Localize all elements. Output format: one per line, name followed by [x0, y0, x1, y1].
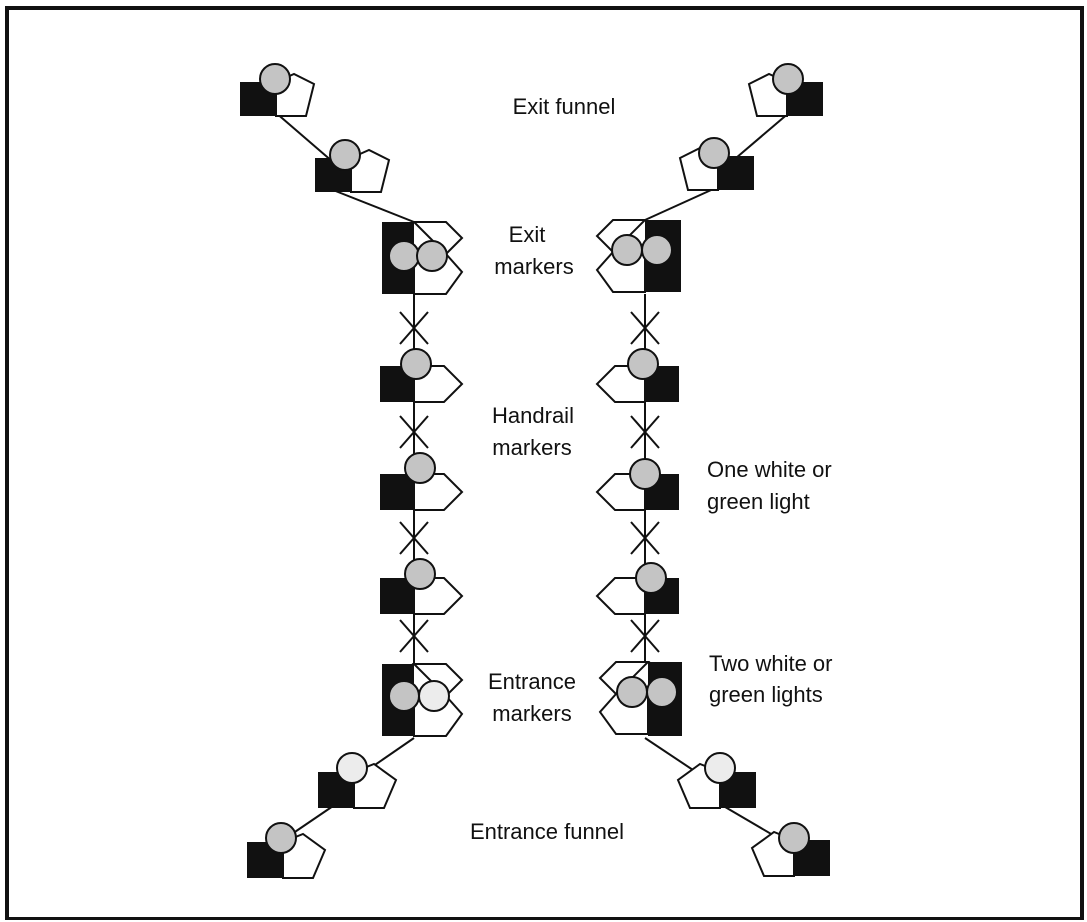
handrail-marker-left-1	[380, 348, 464, 403]
exit-marker-right	[595, 219, 681, 293]
entrance-funnel-marker-right-bottom	[750, 822, 830, 877]
two-lights-label-line1: Two white or	[709, 651, 833, 676]
x-crossing-right-2	[630, 415, 660, 449]
handrail-marker-left-2	[380, 452, 464, 511]
exit-markers-label-line1: Exit	[509, 222, 546, 247]
entrance-markers-label-line2: markers	[492, 701, 571, 726]
exit-markers-label-line2: markers	[494, 254, 573, 279]
diagram-border	[5, 6, 1084, 920]
x-crossing-right-3	[630, 521, 660, 555]
x-crossing-left-2	[399, 415, 429, 449]
x-crossing-right-4	[630, 619, 660, 653]
entrance-funnel-marker-right-upper	[676, 752, 756, 809]
handrail-marker-left-3	[380, 558, 464, 615]
entrance-funnel-marker-left-bottom	[247, 822, 327, 879]
handrail-markers-label-line1: Handrail	[492, 403, 574, 428]
exit-funnel-marker-left-lower	[315, 139, 391, 193]
exit-marker-left	[382, 221, 464, 295]
one-light-label-line2: green light	[707, 489, 810, 514]
x-crossing-left-1	[399, 311, 429, 345]
x-crossings	[399, 311, 660, 653]
exit-funnel-marker-left-top	[240, 63, 316, 117]
entrance-funnel-marker-left-upper	[318, 752, 398, 809]
handrail-marker-right-3	[595, 562, 679, 615]
one-light-label-line1: One white or	[707, 457, 832, 482]
entrance-funnel-label: Entrance funnel	[470, 819, 624, 844]
two-lights-label-line2: green lights	[709, 682, 823, 707]
x-crossing-left-4	[399, 619, 429, 653]
x-crossing-right-1	[630, 311, 660, 345]
exit-funnel-marker-right-top	[747, 63, 823, 117]
exit-funnel-marker-right-lower	[678, 137, 754, 191]
handrail-marker-right-1	[595, 348, 679, 403]
x-crossing-left-3	[399, 521, 429, 555]
labels: Exit funnel Exit markers Handrail marker…	[470, 94, 833, 844]
entrance-marker-left	[382, 663, 464, 737]
entrance-markers-label-line1: Entrance	[488, 669, 576, 694]
exit-funnel-label: Exit funnel	[513, 94, 616, 119]
handrail-markers-label-line2: markers	[492, 435, 571, 460]
entrance-marker-right	[598, 661, 682, 736]
handrail-marker-right-2	[595, 458, 679, 511]
